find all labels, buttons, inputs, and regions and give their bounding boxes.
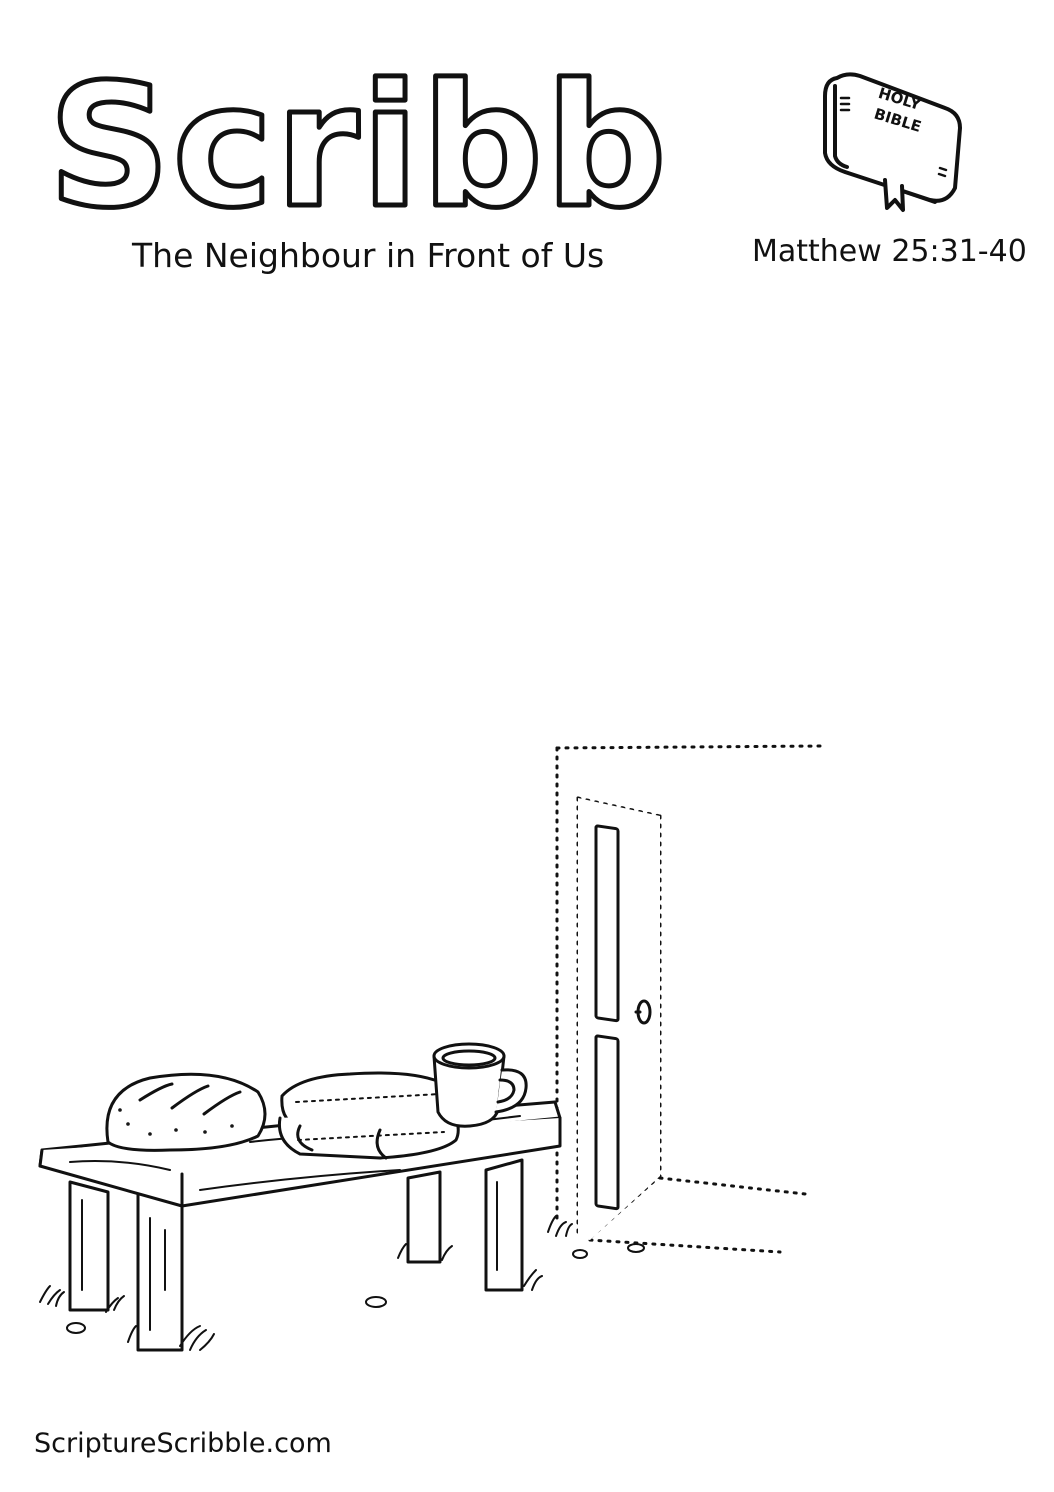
open-door-icon	[555, 744, 822, 1254]
folded-blanket-icon	[277, 1071, 460, 1160]
bible-icon: HOLY BIBLE	[823, 72, 962, 212]
page-subtitle: The Neighbour in Front of Us	[132, 236, 605, 275]
website-footer: ScriptureScribble.com	[34, 1428, 332, 1459]
scripture-reference: Matthew 25:31-40	[752, 234, 1027, 269]
mug-icon	[432, 1042, 528, 1128]
scene-illustration	[38, 744, 822, 1352]
logo-text: Scribble	[48, 55, 680, 230]
scribble-logo: Scribble	[46, 55, 681, 230]
grass-icon	[39, 1215, 573, 1351]
bread-loaf-icon	[105, 1072, 267, 1152]
pebble-icon	[66, 1243, 645, 1334]
